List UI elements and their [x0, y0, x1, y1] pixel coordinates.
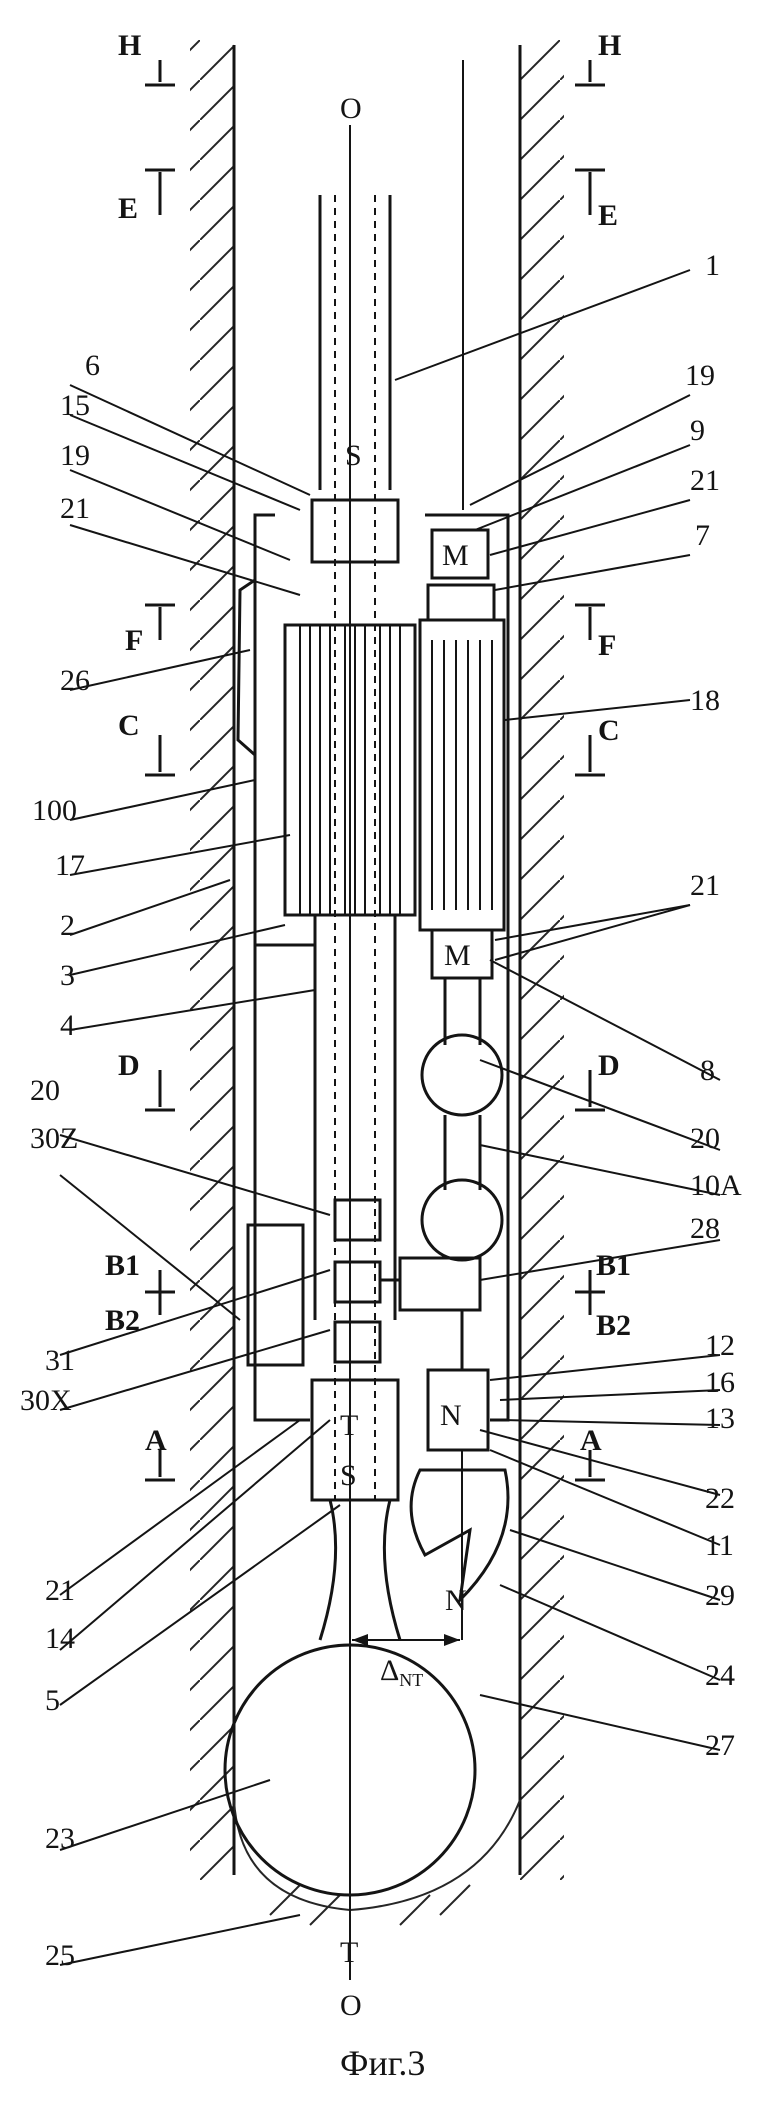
callout-28: 28 — [690, 1212, 720, 1245]
delta-symbol: Δ — [380, 1654, 399, 1687]
delta-dimension — [352, 1634, 460, 1646]
callout-24: 24 — [705, 1659, 735, 1692]
section-e-left: E — [118, 192, 138, 225]
callout-5: 5 — [45, 1684, 60, 1717]
callout-2: 2 — [60, 909, 75, 942]
callout-19-left: 19 — [60, 439, 90, 472]
letter-s-low: S — [340, 1459, 357, 1492]
letter-n: N — [440, 1399, 462, 1432]
figure-caption: Фиг.3 — [340, 2043, 425, 2083]
callout-11: 11 — [705, 1529, 734, 1562]
letter-n-tip: N — [445, 1584, 467, 1617]
cutter — [411, 1470, 508, 1600]
section-b1-right: B1 — [596, 1249, 631, 1282]
callout-23: 23 — [45, 1822, 75, 1855]
borehole-wall-left — [190, 40, 234, 1880]
callout-22: 22 — [705, 1482, 735, 1515]
callout-21-left-top: 21 — [60, 492, 90, 525]
letter-m-top: M — [442, 539, 469, 572]
callout-19-right: 19 — [685, 359, 715, 392]
callout-8: 8 — [700, 1054, 715, 1087]
callout-18: 18 — [690, 684, 720, 717]
section-e-right: E — [598, 199, 618, 232]
letter-s-top: S — [345, 439, 362, 472]
callout-3: 3 — [60, 959, 75, 992]
section-b2-left: B2 — [105, 1304, 140, 1337]
delta-subscript: NT — [399, 1670, 423, 1690]
callout-9: 9 — [690, 414, 705, 447]
callout-10a: 10A — [690, 1169, 742, 1202]
letter-t: T — [340, 1409, 358, 1442]
callout-21-right-top: 21 — [690, 464, 720, 497]
callout-1: 1 — [705, 249, 720, 282]
sensor-30x — [335, 1322, 380, 1362]
section-f-right: F — [598, 629, 616, 662]
section-h-left: H — [118, 29, 141, 62]
callout-21-right-mid: 21 — [690, 869, 720, 902]
section-b1-left: B1 — [105, 1249, 140, 1282]
housing-bump — [238, 580, 255, 755]
section-f-left: F — [125, 624, 143, 657]
callout-12: 12 — [705, 1329, 735, 1362]
delta-label: ΔNT — [380, 1654, 423, 1690]
callout-29: 29 — [705, 1579, 735, 1612]
callout-25: 25 — [45, 1939, 75, 1972]
callout-6: 6 — [85, 349, 100, 382]
letter-m-mid: M — [444, 939, 471, 972]
callout-15: 15 — [60, 389, 90, 422]
callout-30x: 30X — [20, 1384, 72, 1417]
section-d-right: D — [598, 1049, 620, 1082]
block-28 — [400, 1258, 480, 1310]
callout-27: 27 — [705, 1729, 735, 1762]
callout-16: 16 — [705, 1366, 735, 1399]
callout-21-left-low: 21 — [45, 1574, 75, 1607]
callout-26: 26 — [60, 664, 90, 697]
letter-t-bottom: T — [340, 1936, 358, 1969]
section-b2-right: B2 — [596, 1309, 631, 1342]
link-arm — [422, 978, 502, 1260]
bit-neck — [320, 1500, 400, 1640]
callout-30z: 30Z — [30, 1122, 78, 1155]
motor-cooler — [420, 585, 504, 930]
callout-4: 4 — [60, 1009, 75, 1042]
axis-label-bottom: O — [340, 1989, 362, 2022]
callout-31: 31 — [45, 1344, 75, 1377]
callout-100: 100 — [32, 794, 77, 827]
section-a-left: A — [145, 1424, 167, 1457]
sensor-30z-top — [335, 1200, 380, 1240]
callout-20-right: 20 — [690, 1122, 720, 1155]
section-c-right: C — [598, 714, 620, 747]
section-d-left: D — [118, 1049, 140, 1082]
sensor-30z-mid — [335, 1262, 380, 1302]
callout-17: 17 — [55, 849, 85, 882]
callout-13: 13 — [705, 1402, 735, 1435]
axis-label-top: O — [340, 92, 362, 125]
section-a-right: A — [580, 1424, 602, 1457]
callout-14: 14 — [45, 1622, 75, 1655]
section-c-left: C — [118, 709, 140, 742]
section-h-right: H — [598, 29, 621, 62]
borehole-bottom — [234, 1800, 520, 1925]
callout-7: 7 — [695, 519, 710, 552]
callout-20-left: 20 — [30, 1074, 60, 1107]
